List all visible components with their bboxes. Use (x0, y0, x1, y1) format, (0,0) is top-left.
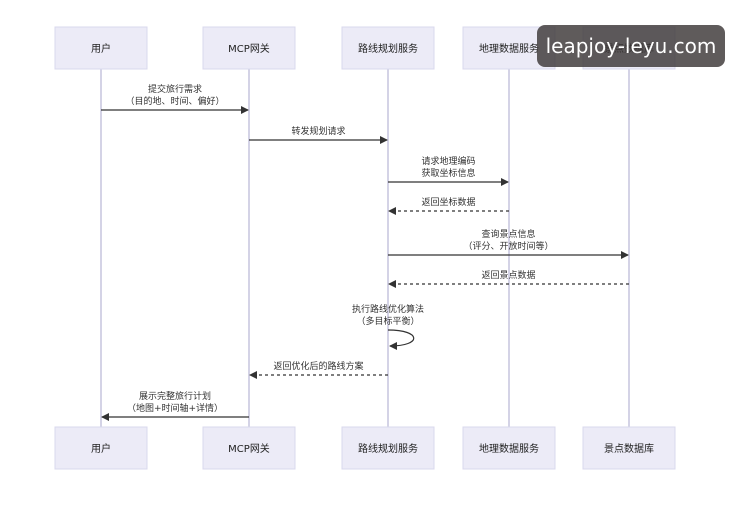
participant-label-geo-top: 地理数据服务 (479, 42, 539, 55)
watermark: leapjoy-leyu.com (537, 25, 725, 67)
participant-box-user-bottom (54, 426, 148, 470)
message-label-5-line-2: （评分、开放时间等） (463, 240, 553, 252)
participant-label-user-bottom: 用户 (91, 442, 111, 455)
participant-label-planner-top: 路线规划服务 (358, 42, 418, 55)
message-label-8-line-1: 返回优化后的路线方案 (273, 360, 363, 372)
message-label-4-line-1: 返回坐标数据 (421, 196, 475, 208)
message-label-3-line-2: 获取坐标信息 (421, 167, 475, 179)
message-label-7-line-1: 执行路线优化算法 (352, 303, 424, 315)
message-label-3-line-1: 请求地理编码 (421, 155, 475, 167)
participant-label-user-top: 用户 (91, 42, 111, 55)
participant-box-gateway-top (202, 26, 296, 70)
message-label-9-line-2: （地图+时间轴+详情） (127, 402, 223, 414)
participant-label-gateway-bottom: MCP网关 (228, 442, 270, 455)
participant-box-planner-bottom (341, 426, 435, 470)
participant-box-planner-top (341, 26, 435, 70)
participant-box-poi-bottom (582, 426, 676, 470)
message-label-1-line-2: （目的地、时间、偏好） (125, 95, 224, 107)
participant-label-planner-bottom: 路线规划服务 (358, 442, 418, 455)
participant-box-gateway-bottom (202, 426, 296, 470)
message-label-7-line-2: （多目标平衡） (356, 315, 419, 327)
message-label-1-line-1: 提交旅行需求 (148, 83, 202, 95)
participant-box-geo-bottom (462, 426, 556, 470)
participant-box-user-top (54, 26, 148, 70)
message-label-9-line-1: 展示完整旅行计划 (139, 390, 211, 402)
participant-label-geo-bottom: 地理数据服务 (479, 442, 539, 455)
message-label-5-line-1: 查询景点信息 (481, 228, 535, 240)
message-label-2-line-1: 转发规划请求 (291, 125, 345, 137)
message-arrow-7 (387, 329, 415, 350)
participant-label-poi-bottom: 景点数据库 (604, 442, 654, 455)
message-label-6-line-1: 返回景点数据 (481, 269, 535, 281)
participant-label-gateway-top: MCP网关 (228, 42, 270, 55)
